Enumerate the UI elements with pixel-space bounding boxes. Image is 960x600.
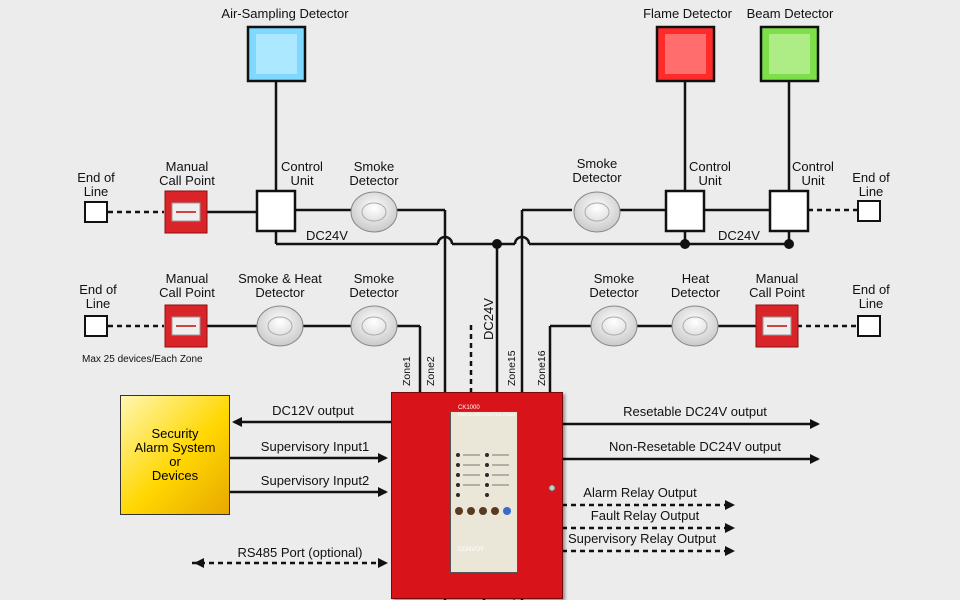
control-unit-box — [255, 189, 297, 233]
zone1-label: Zone1 — [401, 356, 413, 386]
smoke-detector-label: Smoke Detector — [589, 271, 639, 300]
security-alarm-system-box: Security Alarm System or Devices — [120, 395, 230, 515]
smoke-detector-label: Smoke Detector — [572, 156, 622, 185]
resetable-output-label: Resetable DC24V output — [623, 404, 767, 419]
smoke-detector-icon — [590, 305, 638, 347]
panel-indicators — [455, 453, 556, 515]
smoke-heat-detector-label: Smoke & Heat Detector — [238, 271, 322, 300]
beam-detector-label: Beam Detector — [746, 6, 834, 21]
smoke-detector-icon — [573, 191, 621, 233]
manual-call-point-icon — [164, 304, 208, 348]
supervisory-input1-label: Supervisory Input1 — [260, 439, 370, 454]
control-unit-label: Control Unit — [281, 159, 323, 188]
rs485-port-label: RS485 Port (optional) — [237, 545, 363, 560]
smoke-heat-detector-icon — [256, 305, 304, 347]
smoke-detector-label: Smoke Detector — [349, 159, 399, 188]
control-unit-box — [768, 189, 810, 233]
manual-call-point-icon — [755, 304, 799, 348]
air-sampling-detector-label: Air-Sampling Detector — [221, 6, 349, 21]
end-of-line-box — [857, 315, 881, 337]
control-unit-box — [664, 189, 706, 233]
end-of-line-label: End of Line — [77, 170, 115, 199]
dc24v-bus-label: DC24V — [718, 228, 760, 243]
end-of-line-box — [84, 315, 108, 337]
control-unit-label: Control Unit — [792, 159, 834, 188]
manual-call-point-label: Manual Call Point — [159, 159, 215, 188]
air-sampling-detector-icon — [246, 25, 307, 83]
dc24v-bus-label: DC24V — [306, 228, 348, 243]
flame-detector-label: Flame Detector — [643, 6, 732, 21]
beam-detector-icon — [759, 25, 820, 83]
end-of-line-box — [857, 200, 881, 222]
smoke-detector-label: Smoke Detector — [349, 271, 399, 300]
panel-display-window — [450, 411, 518, 573]
end-of-line-label: End of Line — [852, 282, 890, 311]
zone2-label: Zone2 — [425, 356, 437, 386]
flame-detector-icon — [655, 25, 716, 83]
heat-detector-icon — [671, 305, 719, 347]
dc12v-output-label: DC12V output — [272, 403, 354, 418]
fire-alarm-control-panel: CK1000 FIRE ALARM CONTROL PANEL CONVOY — [391, 392, 563, 599]
manual-call-point-label: Manual Call Point — [749, 271, 805, 300]
end-of-line-box — [84, 201, 108, 223]
smoke-detector-icon — [350, 191, 398, 233]
panel-subtitle: FIRE ALARM CONTROL PANEL — [458, 412, 517, 417]
control-unit-label: Control Unit — [689, 159, 731, 188]
supervisory-relay-output-label: Supervisory Relay Output — [567, 531, 717, 546]
max-devices-note: Max 25 devices/Each Zone — [82, 354, 203, 365]
manual-call-point-icon — [164, 190, 208, 234]
dc24v-vertical-label: DC24V — [481, 298, 496, 340]
zone15-label: Zone15 — [506, 350, 518, 386]
alarm-relay-output-label: Alarm Relay Output — [583, 485, 697, 500]
smoke-detector-icon — [350, 305, 398, 347]
supervisory-input2-label: Supervisory Input2 — [260, 473, 370, 488]
non-resetable-output-label: Non-Resetable DC24V output — [609, 439, 781, 454]
fault-relay-output-label: Fault Relay Output — [590, 508, 700, 523]
end-of-line-label: End of Line — [79, 282, 117, 311]
panel-model: CK1000 — [458, 405, 480, 411]
panel-brand: CONVOY — [458, 547, 485, 553]
security-alarm-system-label: Security Alarm System or Devices — [134, 426, 216, 483]
manual-call-point-label: Manual Call Point — [159, 271, 215, 300]
heat-detector-label: Heat Detector — [670, 271, 721, 300]
end-of-line-label: End of Line — [852, 170, 890, 199]
zone16-label: Zone16 — [536, 350, 548, 386]
